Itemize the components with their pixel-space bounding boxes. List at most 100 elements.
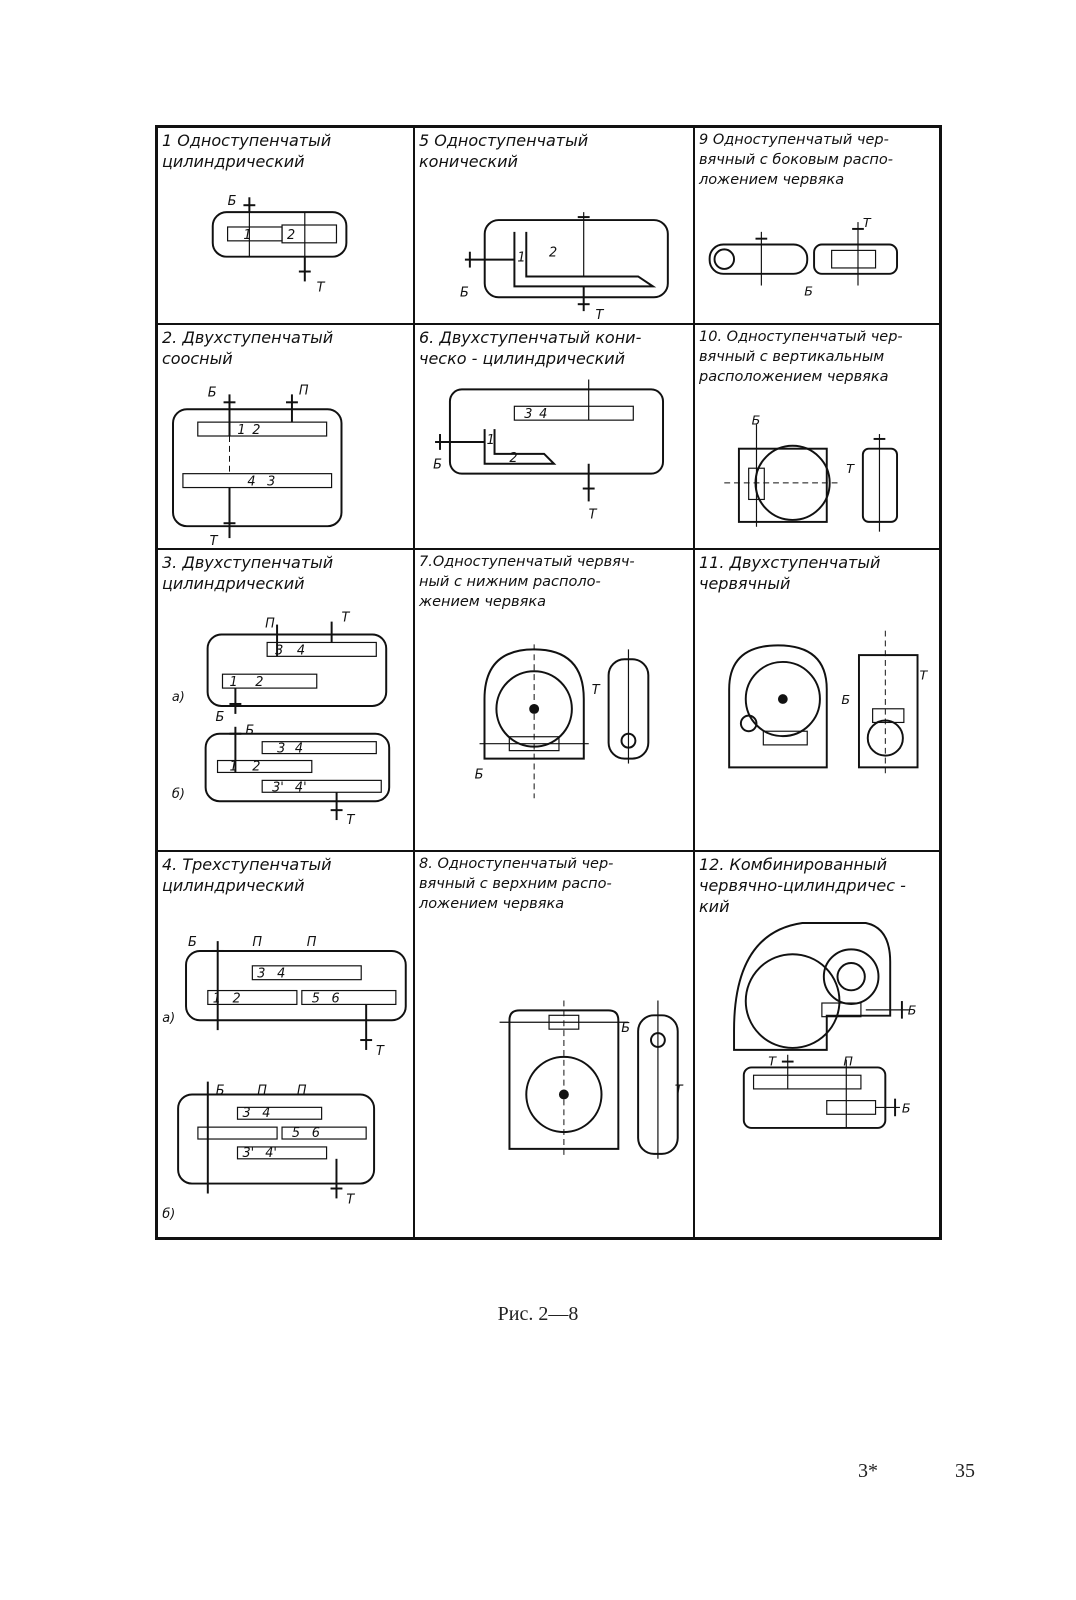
label-4-gear4-b: 4 [262,1106,270,1121]
label-2-gear3: 3 [267,475,275,490]
cell-11-two-stage-worm: 11. Двухступенчатый червячный Б Т [695,550,939,852]
caption-12: 12. Комбинированный червячно-цилиндричес… [699,855,906,916]
label-4-gear5: 5 [312,991,320,1006]
caption-3: 3. Двухступенчатый цилиндрический [162,553,334,593]
label-4-gear2: 2 [233,991,241,1006]
label-4-b: Б [188,935,197,950]
label-4-t-b: Т [346,1192,355,1207]
caption-9: 9 Одноступенчатый чер- вячный с боковым … [699,132,894,188]
label-5-gear2: 2 [549,246,557,261]
label-12-p: П [843,1053,853,1068]
cell-1-single-stage-cylindrical: 1 Одноступенчатый цилиндрический Б 1 2 Т [158,128,415,325]
label-4-gear5-b: 5 [292,1126,300,1141]
label-2-p: П [299,383,309,398]
label-4-gear3: 3 [257,967,265,982]
signature-mark: 3* [858,1460,878,1482]
label-4-gear3-b: 3 [242,1106,250,1121]
label-6-t: Т [589,507,598,522]
label-4-t-a: Т [376,1044,385,1059]
cell-5-single-stage-bevel: 5 Одноступенчатый конический 1 2 Б Т [415,128,695,325]
label-3-b-b: Б [245,724,254,739]
scheme-11-diagram: Б Т [728,630,928,778]
label-7-b: Б [475,767,484,782]
label-7-t: Т [592,683,601,698]
label-4-p1-b: П [257,1083,267,1098]
label-3-gear3: 3 [275,643,283,658]
scheme-12-diagram: Б Т П Б [733,922,917,1129]
scheme-4-diagram: Б П П 3 4 1 2 5 6 а) Т Б П П 3 4 5 6 3' … [162,935,407,1222]
label-12-b-top: Б [908,1003,917,1018]
label-10-t: Т [846,461,855,476]
caption-4: 4. Трехступенчатый цилиндрический [162,855,332,895]
label-3-gear4-b: 4 [295,742,303,757]
label-3-gear4p-b: 4' [295,780,307,795]
label-2-gear1: 1 [237,423,245,438]
label-4-gear4p-b: 4' [265,1146,277,1161]
label-4-p2: П [307,935,317,950]
scheme-5-diagram: 1 2 Б Т [460,212,669,323]
scheme-6-diagram: 3 4 1 2 Б Т [433,379,665,522]
cell-6-bevel-cylindrical: 6. Двухступенчатый кони- ческо - цилиндр… [415,325,695,550]
caption-2: 2. Двухступенчатый соосный [162,328,334,368]
label-1-t: Т [317,280,326,295]
gearbox-schemes-table: 1 Одноступенчатый цилиндрический Б 1 2 Т… [155,125,942,1240]
label-11-t: Т [919,668,928,683]
label-5-gear1: 1 [517,251,525,266]
label-3-variant-a: а) [172,690,185,705]
label-4-p1: П [252,935,262,950]
label-4-gear3p-b: 3' [242,1146,254,1161]
label-2-gear2: 2 [252,423,260,438]
label-11-b: Б [841,692,850,707]
label-2-gear4: 4 [247,475,255,490]
cell-7-worm-lower: 7.Одноступенчатый червяч- ный с нижним р… [415,550,695,852]
label-1-b: Б [228,194,237,209]
scheme-1-diagram: Б 1 2 Т [211,194,348,295]
label-3-gear3p-b: 3' [272,780,284,795]
label-9-t: Т [863,215,872,230]
label-4-gear4: 4 [277,967,285,982]
label-4-variant-b: б) [162,1207,175,1222]
label-6-gear1: 1 [487,433,495,448]
label-12-t: Т [768,1053,777,1068]
caption-7: 7.Одноступенчатый червяч- ный с нижним р… [419,554,635,610]
label-5-t: Т [596,308,605,323]
caption-6: 6. Двухступенчатый кони- ческо - цилиндр… [419,328,642,368]
cell-10-worm-vertical: 10. Одноступенчатый чер- вячный с вертик… [695,325,939,550]
label-3-gear1: 1 [229,675,237,690]
label-1-gear1: 1 [243,228,251,243]
label-6-gear4: 4 [539,407,547,422]
label-4-b-b: Б [216,1083,225,1098]
label-2-b: Б [208,385,217,400]
cell-4-three-stage-cylindrical: 4. Трехступенчатый цилиндрический Б П П … [158,852,415,1237]
cell-3-two-stage-cylindrical: 3. Двухступенчатый цилиндрический П Т 3 … [158,550,415,852]
label-4-gear6: 6 [332,991,340,1006]
cell-8-worm-upper: 8. Одноступенчатый чер- вячный с верхним… [415,852,695,1237]
label-4-gear6-b: 6 [312,1126,320,1141]
scheme-2-diagram: Б П 1 2 4 3 Т [172,383,343,548]
label-3-gear4: 4 [297,643,305,658]
label-3-t-bottom: Т [347,813,356,828]
caption-8: 8. Одноступенчатый чер- вячный с верхним… [419,856,614,912]
label-3-b-a: Б [216,710,225,725]
label-6-b: Б [433,458,442,473]
scheme-8-diagram: Б Т [499,1000,684,1159]
label-4-p2-b: П [297,1083,307,1098]
label-3-p: П [265,617,275,632]
label-3-gear1-b: 1 [229,759,237,774]
label-8-t: Т [675,1083,684,1098]
label-3-variant-b: б) [172,787,185,802]
cell-2-two-stage-coaxial: 2. Двухступенчатый соосный Б П 1 2 4 3 Т [158,325,415,550]
label-3-gear2: 2 [255,675,263,690]
page-number: 35 [955,1460,975,1482]
label-6-gear3: 3 [524,407,532,422]
label-3-gear3-b: 3 [277,742,285,757]
label-3-gear2-b: 2 [252,759,260,774]
label-2-t: Т [210,534,219,548]
caption-11: 11. Двухступенчатый червячный [699,553,881,593]
cell-12-worm-cylindrical: 12. Комбинированный червячно-цилиндричес… [695,852,939,1237]
label-5-b: Б [460,285,469,300]
label-8-b: Б [621,1021,630,1036]
caption-5: 5 Одноступенчатый конический [419,131,589,171]
label-12-b-bottom: Б [902,1100,911,1115]
label-6-gear2: 2 [509,451,517,466]
